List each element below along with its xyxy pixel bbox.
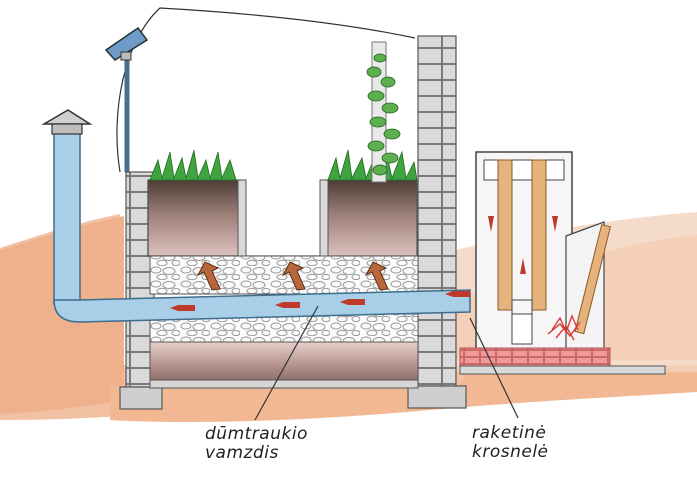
bed-divider-right xyxy=(319,179,329,257)
subsoil-layer xyxy=(149,341,419,383)
ground-soil-bottom xyxy=(110,370,697,422)
feed-tube xyxy=(565,221,612,355)
right-pillar-footing xyxy=(407,385,467,409)
heat-arrow-icons xyxy=(196,261,389,291)
left-wall-footing xyxy=(119,386,163,410)
greenhouse-outline xyxy=(116,7,416,173)
chimney-pipe-horizontal xyxy=(53,289,471,323)
right-raised-bed xyxy=(324,179,418,257)
floor-line xyxy=(459,365,666,375)
stove-label-leader xyxy=(469,317,519,419)
left-raised-bed xyxy=(147,179,241,257)
chimney-cap-icon xyxy=(41,109,93,135)
stove-flow-arrows xyxy=(488,216,558,274)
solar-panel-icon xyxy=(104,26,149,61)
fire-icon xyxy=(547,314,581,341)
chimney-pipe-vertical xyxy=(53,131,81,305)
chimney-pipe-label: dūmtraukio vamzdis xyxy=(205,425,308,463)
chimney-pipe-label-line2: vamzdis xyxy=(205,443,279,463)
right-block-pillar xyxy=(417,35,457,387)
rocket-stove xyxy=(475,151,573,359)
flow-arrow-icon xyxy=(170,291,470,311)
rocket-stove-label-line2: krosnelė xyxy=(472,442,549,462)
rocket-stove-label: raketinė krosnelė xyxy=(472,424,549,462)
chimney-pipe-label-line1: dūmtraukio xyxy=(205,424,308,444)
bed-divider xyxy=(237,179,247,257)
chimney-label-leader xyxy=(254,305,319,421)
rocket-stove-label-line1: raketinė xyxy=(472,423,547,443)
climbing-vine xyxy=(366,53,401,176)
floor-slab xyxy=(149,379,419,389)
